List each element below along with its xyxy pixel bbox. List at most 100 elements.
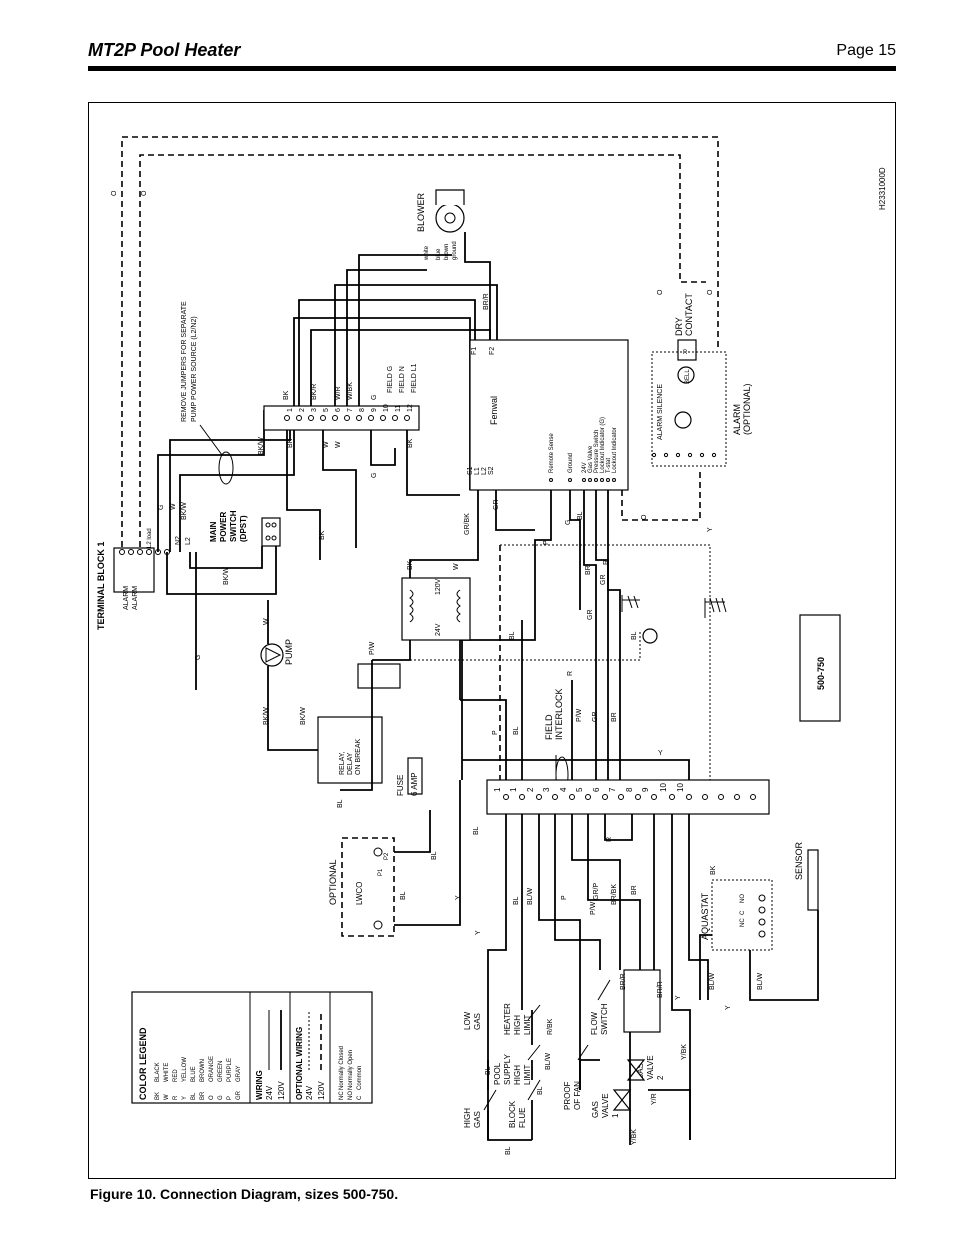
f2-label: F2	[489, 347, 496, 355]
wire-code-y1: Y	[707, 527, 714, 532]
upper-terminal-numbers: 1 2 3 5 6 7 8 9 10 11 12	[287, 404, 414, 412]
remove-jumpers-note-line1: REMOVE JUMPERS FOR SEPARATE	[181, 301, 188, 422]
svg-text:O: O	[209, 1095, 215, 1100]
legend-wiring-24v: 24V	[265, 1085, 274, 1100]
wire-code-g-4: G	[565, 520, 572, 525]
wire-code-y2: Y	[658, 750, 663, 757]
svg-text:ON BREAK: ON BREAK	[355, 738, 362, 775]
low-gas-label-1: LOW	[463, 1011, 472, 1030]
wire-code-bl-9: BL	[473, 826, 480, 835]
wire-code-g-tb: G	[158, 505, 165, 510]
svg-text:6: 6	[335, 408, 342, 412]
alarm-label-2: ALARM	[132, 586, 139, 610]
svg-text:BLOCK: BLOCK	[508, 1100, 517, 1128]
svg-text:S2: S2	[488, 466, 495, 475]
wire-code-bk-3: BK	[407, 438, 414, 448]
wire-pw-strip4	[571, 814, 621, 970]
svg-text:FLUE: FLUE	[518, 1108, 527, 1128]
fenwal-signal-pins: Remote Sense Ground 24V Gas Valve Pressu…	[549, 417, 618, 473]
legend-title: COLOR LEGEND	[138, 1027, 148, 1100]
wire-bl-lwco	[340, 660, 373, 791]
wire-code-br-2: BR	[631, 885, 638, 895]
wire-code-bk-6: BK	[710, 865, 717, 875]
svg-text:ground: ground	[452, 241, 458, 260]
wire-w-down	[322, 430, 357, 548]
svg-text:11: 11	[395, 405, 402, 412]
wire-gr-ground	[495, 490, 535, 531]
terminal-strip-numbers: 1 1 2 3 4 5 6 7 8 9 10 10	[493, 783, 685, 792]
wire-code-w-3: W	[335, 441, 342, 448]
wire-gr-fenwal	[583, 490, 597, 780]
wire-bl-strip1	[487, 814, 532, 1141]
dotted-wire-pw	[382, 630, 641, 661]
wire-code-o3: O	[641, 514, 648, 520]
wire-code-grbk: GR/BK	[464, 513, 471, 535]
gas-valve-1-label: GAS VALVE 1	[591, 1093, 620, 1118]
alarm-optional-label-2: (OPTIONAL)	[742, 383, 752, 435]
wire-yr-valve	[648, 1089, 691, 1140]
n2-label: N2	[175, 536, 182, 545]
wire-code-w-4: W	[453, 563, 460, 570]
aquastat-terminals: NO C NC	[740, 894, 766, 938]
wire-code-bl-5: BL	[509, 631, 516, 640]
relay-label: RELAY, DELAY ON BREAK	[339, 738, 362, 775]
wire-bl-xfmr	[372, 640, 411, 661]
transformer-24v: 24V	[435, 623, 442, 636]
wire-code-gr-4: GR	[592, 712, 599, 723]
wire-p-strip2	[538, 814, 581, 1090]
svg-text:ORANGE: ORANGE	[209, 1056, 215, 1082]
svg-text:L2: L2	[481, 467, 488, 475]
wire-code-bl-4: BL	[513, 726, 520, 735]
lwco-p2: P2	[384, 852, 390, 860]
wire-brr-blower	[464, 232, 491, 340]
lwco-terminal-2	[373, 920, 383, 930]
sensor-probe	[807, 849, 819, 911]
wire-code-bl-6: BL	[337, 799, 344, 808]
svg-text:8: 8	[625, 787, 634, 792]
alarm-optional-box	[651, 351, 727, 467]
svg-text:7: 7	[347, 408, 354, 412]
svg-text:GREEN: GREEN	[218, 1061, 224, 1082]
wire-brbk-strip5	[587, 814, 641, 980]
svg-text:G: G	[218, 1095, 224, 1100]
wire-code-p-1: P	[543, 540, 550, 545]
color-legend-box	[131, 991, 373, 1104]
svg-text:Lockout Indicator: Lockout Indicator	[612, 427, 618, 473]
wire-code-bl-8: BL	[400, 891, 407, 900]
svg-text:Normally Closed: Normally Closed	[339, 1046, 345, 1090]
fuse-label-1: FUSE	[396, 775, 405, 796]
wire-sensor	[749, 910, 819, 1001]
wire-code-pw-2: P/W	[590, 901, 597, 915]
wire-code-o5: O	[707, 289, 714, 295]
wire-code-bkr: BK/R	[311, 384, 318, 400]
dry-contact-relay	[677, 339, 697, 361]
wire-code-o4: O	[657, 289, 664, 295]
gas-valve-2-icon	[626, 1059, 646, 1081]
svg-text:GRAY: GRAY	[236, 1065, 242, 1082]
svg-text:Remote Sense: Remote Sense	[549, 433, 555, 473]
svg-text:NO: NO	[740, 894, 746, 903]
wire-y-above	[462, 759, 690, 780]
field-n-label: FIELD N	[399, 366, 406, 393]
fuse-label-2: 6 AMP	[410, 772, 419, 796]
page-number: Page 15	[836, 42, 896, 59]
aquastat-box	[711, 879, 773, 951]
wire-code-o2: O	[141, 190, 148, 196]
dry-contact-label-2: CONTACT	[684, 293, 694, 336]
wire-r-fenwal	[607, 490, 621, 780]
alarm-optional-label-1: ALARM	[732, 404, 742, 435]
wire-code-r-1: R	[603, 560, 610, 565]
wire-code-grp: GR/P	[593, 883, 600, 900]
svg-text:2: 2	[299, 408, 306, 412]
svg-text:LIMIT: LIMIT	[523, 1064, 532, 1085]
wire-g	[157, 410, 265, 552]
svg-text:5: 5	[323, 408, 330, 412]
svg-text:24V: 24V	[582, 462, 588, 473]
wire-code-bl-10: BL	[485, 1066, 492, 1075]
legend-optional-title: OPTIONAL WIRING	[295, 1027, 304, 1100]
svg-text:Gas Valve: Gas Valve	[588, 445, 594, 473]
svg-text:RELAY,: RELAY,	[339, 751, 346, 775]
wire-code-g-up: G	[371, 395, 378, 400]
legend-wiring-120v: 120V	[277, 1081, 286, 1100]
model-label: 500-750	[816, 657, 826, 690]
